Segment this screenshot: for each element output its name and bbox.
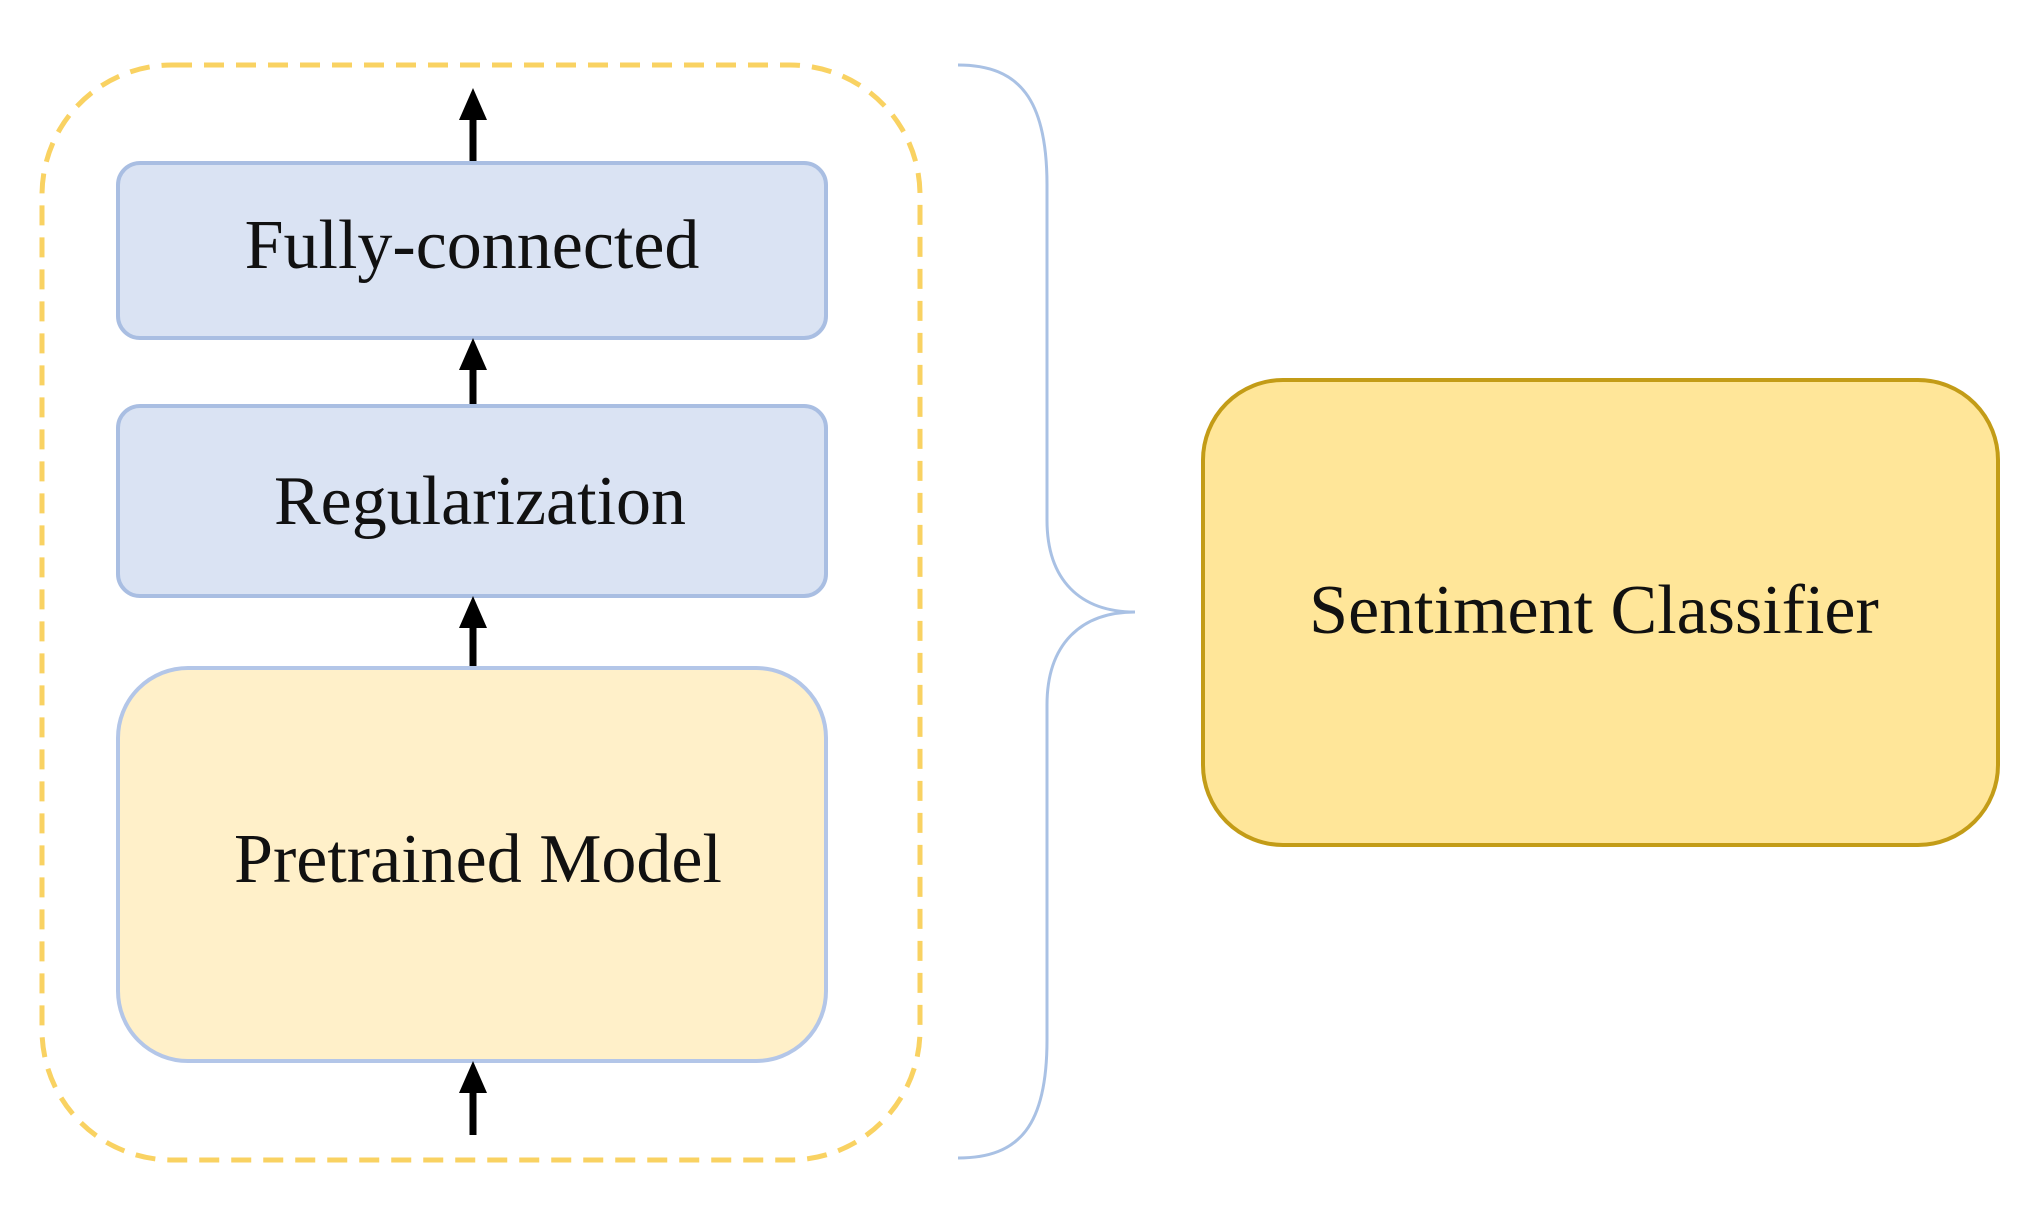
pretrained-to-regularization-arrow — [459, 596, 487, 668]
sentiment-classifier-block: Sentiment Classifier — [1201, 378, 2000, 847]
sentiment-classifier-label: Sentiment Classifier — [1309, 572, 1879, 649]
fully-connected-label: Fully-connected — [245, 207, 700, 284]
pretrained-model-block: Pretrained Model — [116, 666, 828, 1063]
regularization-block: Regularization — [116, 404, 828, 598]
regularization-to-fully-connected-arrow — [459, 338, 487, 406]
curly-brace — [957, 63, 1136, 1160]
pretrained-model-label: Pretrained Model — [234, 821, 722, 898]
fully-connected-block: Fully-connected — [116, 161, 828, 340]
output-arrow — [459, 88, 487, 163]
input-arrow — [459, 1061, 487, 1135]
regularization-label: Regularization — [274, 463, 686, 540]
